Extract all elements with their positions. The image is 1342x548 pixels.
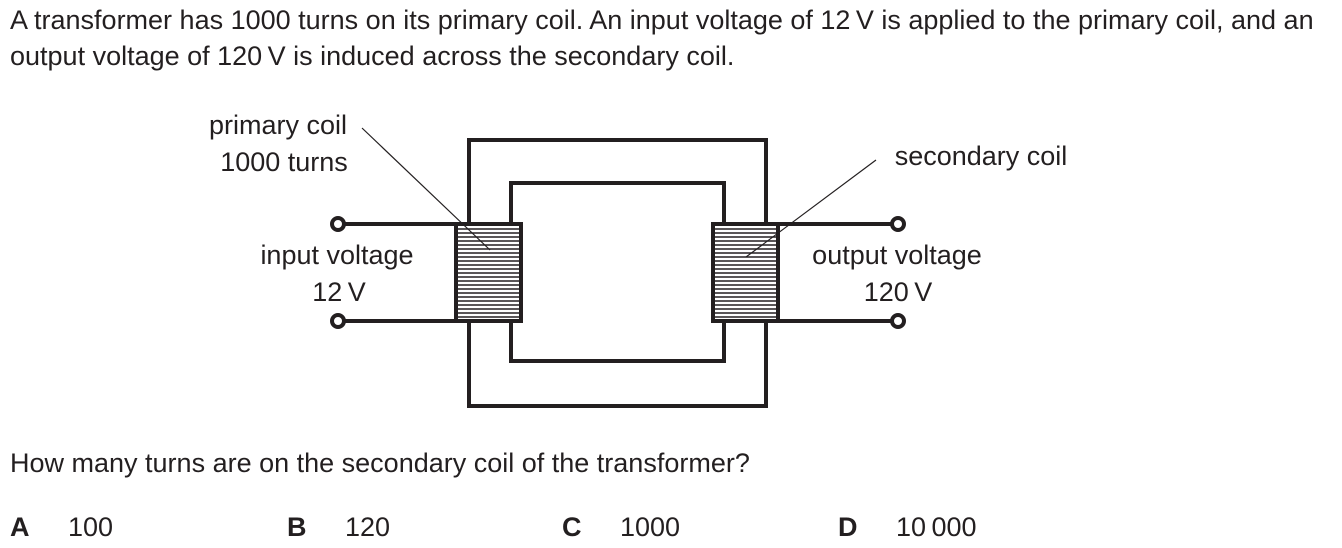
primary-coil [454, 222, 523, 323]
option-b[interactable]: B 120 [287, 509, 390, 545]
core-inner [509, 181, 726, 363]
option-c[interactable]: C 1000 [562, 509, 680, 545]
option-letter: B [287, 512, 307, 542]
output-voltage-value: 120 V [864, 277, 932, 307]
input-voltage-value: 12 V [312, 277, 365, 307]
option-letter: A [10, 512, 30, 542]
option-value: 100 [68, 512, 114, 542]
secondary-leader-line [745, 159, 877, 258]
input-terminal-bottom [330, 313, 346, 329]
input-terminal-top [330, 216, 346, 232]
output-terminal-bottom [890, 313, 906, 329]
option-letter: D [838, 512, 858, 542]
primary-turns-label: 1000 turns [220, 147, 348, 177]
option-value: 120 [345, 512, 391, 542]
secondary-coil-label: secondary coil [895, 141, 1068, 171]
option-value: 1000 [620, 512, 681, 542]
option-a[interactable]: A 100 [10, 509, 113, 545]
secondary-coil [711, 222, 780, 323]
output-terminal-top [890, 216, 906, 232]
option-letter: C [562, 512, 582, 542]
input-voltage-label: input voltage [260, 240, 413, 270]
option-value: 10 000 [896, 512, 977, 542]
primary-coil-label: primary coil [209, 110, 347, 140]
question-text: How many turns are on the secondary coil… [10, 448, 750, 478]
output-voltage-label: output voltage [812, 240, 982, 270]
question-stem: A transformer has 1000 turns on its prim… [10, 5, 1314, 71]
primary-leader-line [361, 127, 491, 251]
option-d[interactable]: D 10 000 [838, 509, 977, 545]
